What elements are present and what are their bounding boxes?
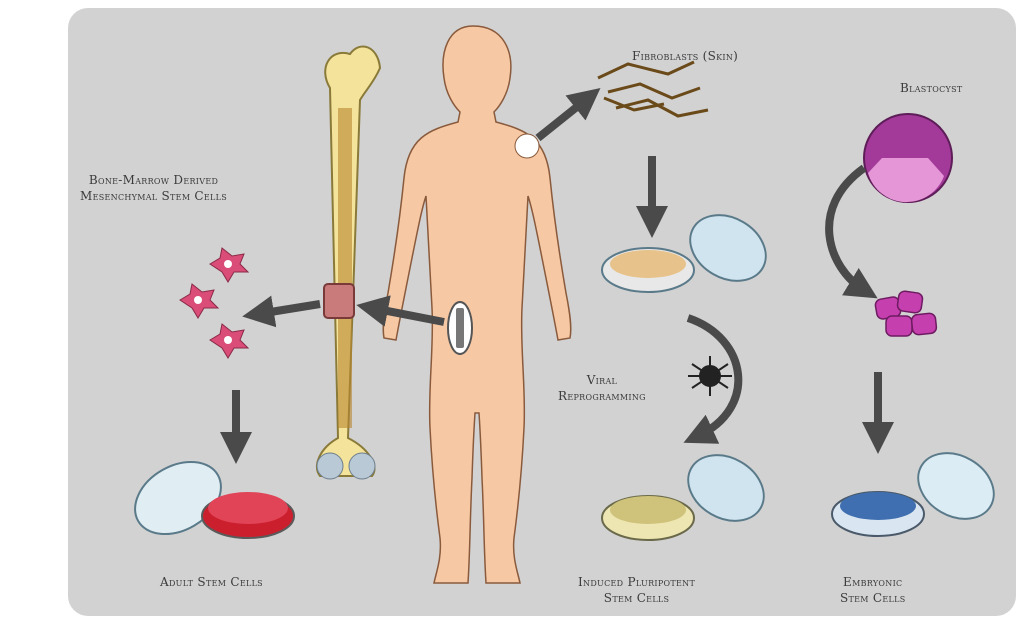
mesenchymal-stem-cells (179, 247, 250, 359)
viral-reprogramming-label: Viral Reprogramming (558, 372, 646, 404)
femur-bone (315, 45, 382, 480)
bone-marrow-label-line2: Mesenchymal Stem Cells (80, 189, 228, 203)
ipsc-label-line2: Stem Cells (603, 591, 670, 605)
ipsc-label-line1: Induced Pluripotent (578, 575, 696, 589)
ipsc-label: Induced Pluripotent Stem Cells (578, 574, 695, 606)
embryonic-label-line2: Stem Cells (840, 591, 906, 605)
blastocyst-label: Blastocyst (900, 81, 963, 95)
diagram-canvas (134, 25, 995, 584)
fibroblasts-label: Fibroblasts (Skin) (632, 49, 739, 63)
arrow-blastocyst-to-cells (825, 164, 878, 299)
human-body (382, 25, 572, 584)
arrow-skin-to-fibroblasts (535, 88, 601, 142)
embryonic-cell-cluster (874, 290, 938, 337)
diagram-panel: Fibroblasts (Skin) Blastocyst Bone-Marro… (68, 8, 1016, 616)
adult-stem-cells-label: Adult Stem Cells (160, 575, 263, 589)
arrow-hip-to-bone (356, 295, 445, 327)
arrow-bone-to-mesenchymal (242, 295, 321, 328)
blastocyst (863, 113, 953, 203)
virus-icon (688, 356, 732, 396)
viral-label-line2: Reprogramming (558, 389, 646, 403)
fibroblast-culture-dish (601, 214, 767, 293)
bone-marrow-label: Bone-Marrow Derived Mesenchymal Stem Cel… (80, 172, 227, 204)
arrow-viral-reprogramming (683, 314, 743, 444)
skin-biopsy-site-marker (514, 133, 540, 159)
embryonic-stem-cell-dish (831, 452, 995, 537)
viral-label-line1: Viral (586, 373, 618, 387)
arrows (220, 88, 894, 464)
fibroblast-cells (597, 60, 709, 118)
bone-marrow-extraction-site (323, 283, 355, 319)
ipsc-dish (601, 454, 765, 541)
embryonic-stem-cells-label: Embryonic Stem Cells (840, 574, 906, 606)
embryonic-label-line1: Embryonic (843, 575, 903, 589)
bone-marrow-label-line1: Bone-Marrow Derived (88, 173, 219, 187)
adult-stem-cell-dish (134, 460, 295, 539)
